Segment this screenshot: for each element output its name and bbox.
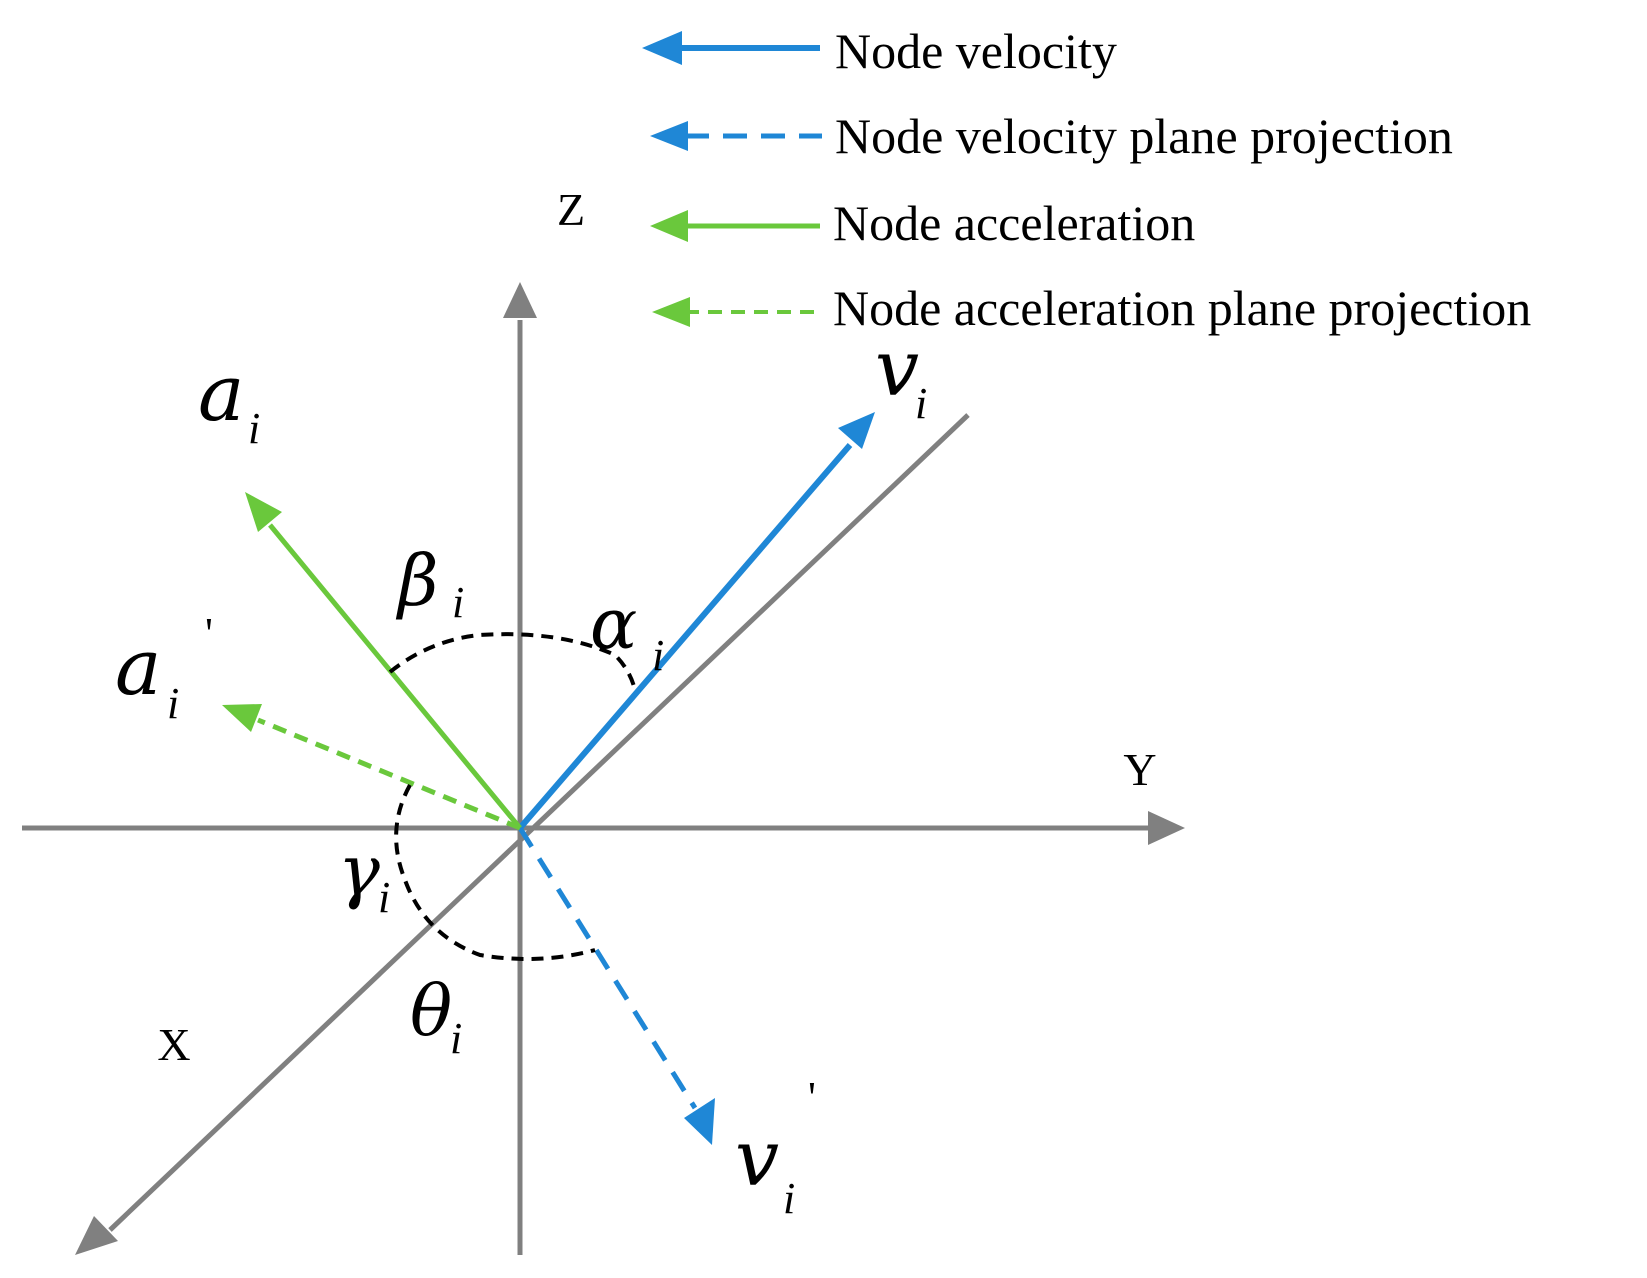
theta-symbol: θ xyxy=(410,970,452,1052)
legend-item-velocity: Node velocity xyxy=(642,23,1117,79)
x-axis-label: X xyxy=(157,1019,190,1070)
alpha-subscript: i xyxy=(652,631,664,680)
acceleration-projection-arrowhead xyxy=(222,704,262,732)
a-label: a i xyxy=(198,349,260,453)
velocity-projection-arrowhead xyxy=(684,1098,715,1145)
acceleration-projection-vector xyxy=(257,717,521,831)
legend-acceleration-projection-label: Node acceleration plane projection xyxy=(833,280,1531,336)
gamma-theta-arc xyxy=(394,784,596,961)
beta-symbol: β xyxy=(395,540,438,622)
a-prime-mark: ' xyxy=(205,609,213,658)
axes xyxy=(22,320,1150,1255)
legend-velocity-projection-arrowhead xyxy=(650,121,688,151)
theta-subscript: i xyxy=(450,1014,462,1063)
v-prime-mark: ' xyxy=(808,1073,816,1122)
gamma-label: γ i xyxy=(338,830,390,922)
gamma-subscript: i xyxy=(378,873,390,922)
acceleration-arrowhead xyxy=(245,492,282,532)
a-prime-subscript: i xyxy=(167,679,179,728)
legend-acceleration-projection-arrowhead xyxy=(652,297,690,327)
legend-velocity-label: Node velocity xyxy=(835,23,1117,79)
a-prime-symbol: a xyxy=(115,623,162,713)
legend-item-acceleration-projection: Node acceleration plane projection xyxy=(652,280,1531,336)
velocity-vector xyxy=(517,443,853,830)
velocity-projection-vector xyxy=(517,826,698,1110)
legend: Node velocity Node velocity plane projec… xyxy=(642,23,1531,336)
legend-acceleration-label: Node acceleration xyxy=(833,195,1195,251)
v-prime-symbol: v xyxy=(735,1114,779,1204)
gamma-symbol: γ xyxy=(338,830,380,912)
acceleration-vector xyxy=(268,523,522,830)
x-axis xyxy=(108,413,970,1232)
y-axis-label: Y xyxy=(1123,744,1156,795)
z-axis-label: Z xyxy=(557,184,585,235)
legend-velocity-arrowhead xyxy=(642,31,682,65)
beta-label: β i xyxy=(395,540,464,627)
angle-arcs xyxy=(388,632,637,961)
beta-subscript: i xyxy=(452,578,464,627)
v-symbol: v xyxy=(875,324,919,414)
alpha-label: α i xyxy=(590,583,664,680)
beta-alpha-arc xyxy=(388,632,637,691)
velocity-arrowhead xyxy=(838,412,875,449)
v-subscript: i xyxy=(915,379,927,428)
z-axis-arrowhead xyxy=(503,282,537,318)
a-subscript: i xyxy=(248,404,260,453)
a-prime-label: a i ' xyxy=(115,609,213,728)
v-label: v i xyxy=(875,324,927,428)
x-axis-arrowhead xyxy=(75,1216,118,1255)
y-axis-arrowhead xyxy=(1148,811,1185,845)
alpha-symbol: α xyxy=(590,583,637,665)
theta-label: θ i xyxy=(410,970,462,1063)
legend-acceleration-arrowhead xyxy=(650,210,688,242)
legend-item-velocity-projection: Node velocity plane projection xyxy=(650,108,1453,164)
a-symbol: a xyxy=(198,349,245,439)
v-prime-subscript: i xyxy=(783,1174,795,1223)
legend-velocity-projection-label: Node velocity plane projection xyxy=(835,108,1453,164)
v-prime-label: v i ' xyxy=(735,1073,816,1223)
legend-item-acceleration: Node acceleration xyxy=(650,195,1195,251)
